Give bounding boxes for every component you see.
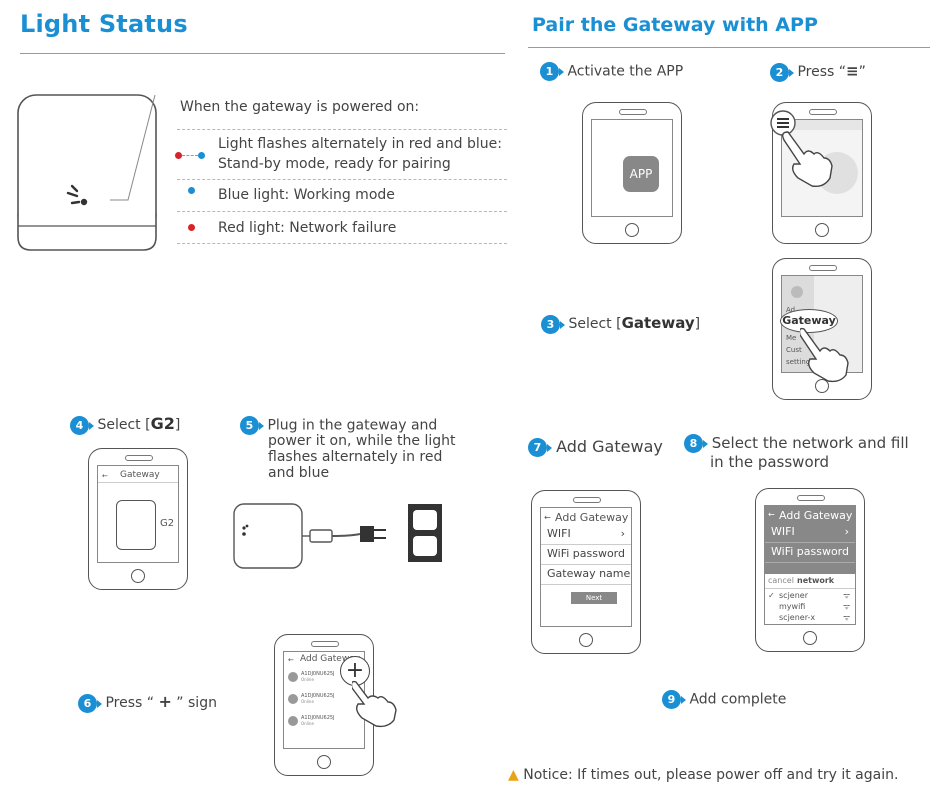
blue-light-dot	[198, 152, 205, 159]
plus-icon: +	[158, 692, 172, 711]
red-light-dot	[188, 224, 195, 231]
step-number: 9	[662, 690, 686, 709]
home-button	[131, 569, 145, 583]
menu-icon: ≡	[846, 62, 859, 80]
step1-label: 1 Activate the APP	[540, 62, 683, 81]
step5-line2: power it on, while the light	[268, 433, 456, 449]
wifi-row[interactable]: WIFI›	[765, 522, 855, 543]
step9-label: 9 Add complete	[662, 690, 786, 709]
phone-step8: ← Add Gateway WIFI› WiFi password cancel…	[755, 488, 865, 652]
red-light-dot	[175, 152, 182, 159]
step-number: 4	[70, 415, 94, 435]
next-button[interactable]: Next	[571, 592, 617, 604]
red-light-text: Red light: Network failure	[218, 220, 397, 236]
dashed-divider	[177, 179, 507, 180]
tap-hand-icon	[770, 110, 833, 188]
dashed-divider	[177, 211, 507, 212]
step4-label: 4 Select [G2]	[70, 414, 180, 435]
step-number: 1	[540, 62, 564, 81]
pair-title: Pair the Gateway with APP	[532, 14, 818, 36]
tap-hand-icon	[800, 327, 849, 383]
cancel-button[interactable]: cancel	[768, 576, 794, 585]
step-number: 7	[528, 438, 552, 457]
dashed-divider	[177, 243, 507, 244]
alternate-flash-line1: Light flashes alternately in red and blu…	[218, 136, 502, 152]
step6-label: 6 Press “ + ” sign	[78, 692, 217, 713]
home-button	[625, 223, 639, 237]
step-number: 3	[541, 314, 565, 334]
step3-label: 3 Select [Gateway]	[541, 314, 700, 334]
network-picker: cancel network ✓ scjener mywifi scjener-…	[765, 574, 855, 624]
phone-step7: ← Add Gateway WIFI› WiFi password Gatewa…	[531, 490, 641, 654]
divider	[528, 47, 930, 48]
phone-step1: APP	[582, 102, 682, 244]
alternate-connector	[182, 155, 198, 156]
home-button	[317, 755, 331, 769]
wifi-signal-icon: ᯤ	[843, 602, 851, 611]
add-plus-button[interactable]: +	[340, 656, 370, 686]
wifi-row[interactable]: WIFI›	[541, 524, 631, 545]
gateway-device-illustration	[17, 94, 157, 251]
network-item[interactable]: mywifi	[779, 602, 806, 611]
step-number: 5	[240, 416, 264, 435]
dashed-divider	[177, 129, 507, 130]
blue-light-dot	[188, 187, 195, 194]
home-button	[579, 633, 593, 647]
step2-label: 2 Press “≡”	[770, 62, 866, 82]
wifi-password-row[interactable]: WiFi password	[541, 544, 631, 565]
step8-line2: in the password	[710, 453, 830, 471]
gateway-name-row[interactable]: Gateway name	[541, 564, 631, 585]
home-button	[815, 223, 829, 237]
network-item[interactable]: scjener-x	[779, 613, 816, 622]
divider	[20, 53, 505, 54]
step-number: 8	[684, 434, 708, 453]
home-button	[815, 379, 829, 393]
step5-label: 5 Plug in the gateway and	[240, 416, 437, 435]
wifi-signal-icon: ᯤ	[843, 591, 851, 600]
check-icon: ✓	[768, 591, 775, 600]
app-icon[interactable]: APP	[623, 156, 659, 192]
step-number: 6	[78, 693, 102, 713]
phone-step4: ← Gateway G2	[88, 448, 188, 590]
step5-line4: and blue	[268, 465, 330, 481]
blue-light-text: Blue light: Working mode	[218, 187, 395, 203]
network-item[interactable]: scjener	[779, 591, 808, 600]
wifi-password-row[interactable]: WiFi password	[765, 542, 855, 563]
wifi-signal-icon: ᯤ	[843, 613, 851, 622]
tap-hand-icon	[352, 680, 397, 728]
step5-line3: flashes alternately in red	[268, 449, 443, 465]
light-status-title: Light Status	[20, 10, 188, 38]
gateway-menu-item[interactable]: Gateway	[780, 309, 838, 333]
powered-on-text: When the gateway is powered on:	[180, 99, 420, 115]
step7-label: 7 Add Gateway	[528, 437, 663, 457]
notice: ▲ Notice: If times out, please power off…	[508, 767, 899, 783]
warning-icon: ▲	[508, 767, 519, 783]
home-button	[803, 631, 817, 645]
plug-illustration	[233, 503, 442, 569]
gateway-thumbnail[interactable]	[116, 500, 156, 550]
alternate-flash-line2: Stand-by mode, ready for pairing	[218, 156, 451, 172]
step8-label: 8 Select the network and fill	[684, 434, 909, 453]
step-number: 2	[770, 62, 794, 82]
